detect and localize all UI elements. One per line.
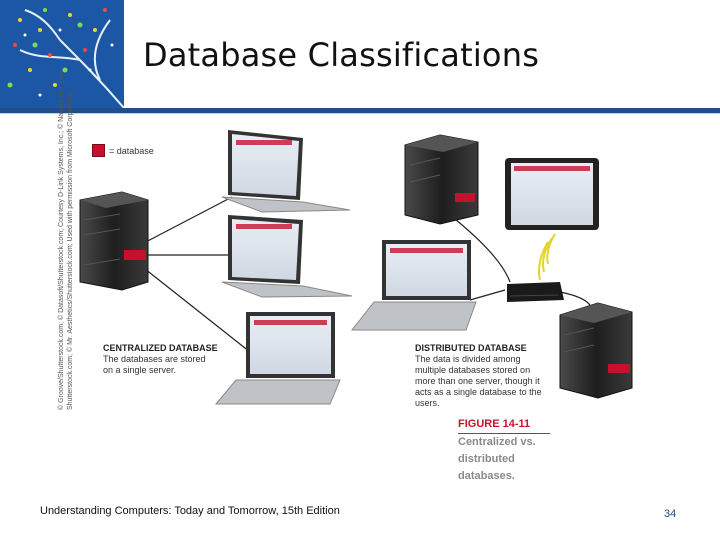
decorative-tree-art	[0, 0, 124, 108]
network-router	[507, 282, 564, 302]
title-divider-thin	[0, 113, 720, 114]
wireless-signal	[538, 233, 556, 281]
photo-credit: © Groove/Shutterstock.com; © Datasoft/Sh…	[57, 70, 75, 410]
photo-credit-line-1: © Groove/Shutterstock.com; © Datasoft/Sh…	[58, 70, 65, 410]
distributed-server-2	[559, 302, 633, 399]
tablet	[505, 158, 599, 230]
tree-illustration	[0, 0, 124, 108]
footer-text: Understanding Computers: Today and Tomor…	[40, 505, 340, 517]
laptop-3	[214, 312, 341, 405]
connection-lines	[139, 196, 593, 353]
figure-caption: FIGURE 14-11 Centralized vs. distributed…	[458, 416, 558, 485]
photo-credit-line-2: Shutterstock.com; © Mr. Aesthetics/Shutt…	[67, 90, 74, 410]
laptop-4	[350, 240, 477, 331]
distributed-database-marker-1	[455, 193, 475, 202]
distributed-caption: DISTRIBUTED DATABASE The data is divided…	[415, 343, 551, 409]
distributed-database-marker-2	[608, 364, 630, 373]
central-database-marker	[124, 250, 146, 260]
central-server	[79, 191, 149, 291]
distributed-server-1	[404, 134, 479, 225]
title-divider	[0, 108, 720, 113]
legend-label: = database	[109, 145, 154, 156]
figure-caption-text: Centralized vs. distributed databases.	[458, 436, 536, 482]
page-number: 34	[664, 508, 677, 520]
legend: = database	[92, 144, 154, 157]
centralized-heading: CENTRALIZED DATABASE	[103, 343, 218, 353]
legend-swatch	[92, 144, 105, 157]
laptop-2	[221, 215, 353, 298]
centralized-text: The databases are stored on a single ser…	[103, 354, 206, 375]
figure-number: FIGURE 14-11	[458, 416, 550, 434]
centralized-caption: CENTRALIZED DATABASE The databases are s…	[103, 343, 218, 376]
slide-title: Database Classifications	[143, 36, 540, 74]
laptop-1	[221, 130, 351, 213]
distributed-text: The data is divided among multiple datab…	[415, 354, 542, 408]
distributed-heading: DISTRIBUTED DATABASE	[415, 343, 527, 353]
